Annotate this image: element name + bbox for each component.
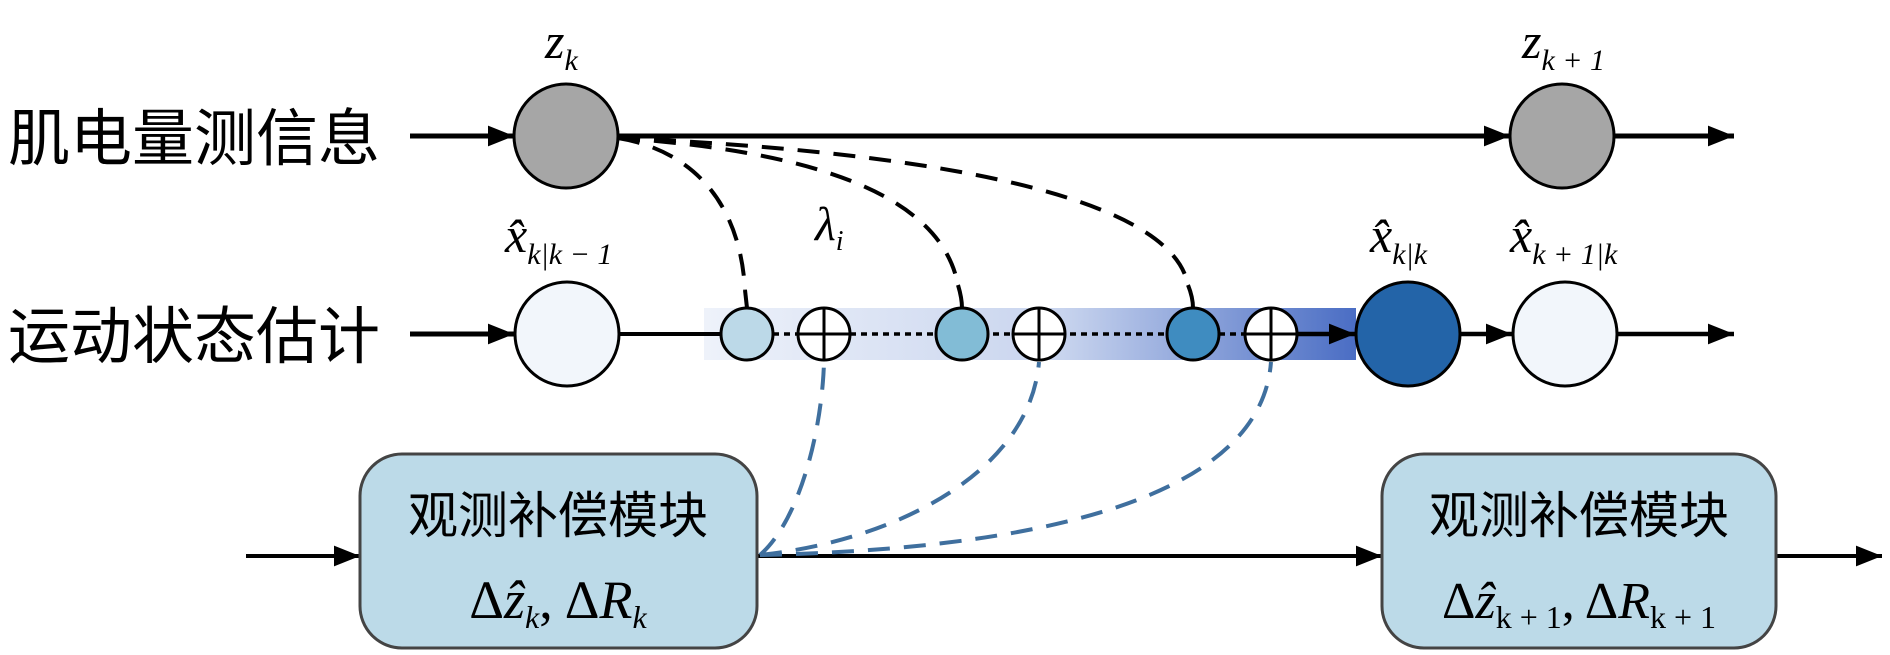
measurement-link-1 bbox=[617, 136, 747, 291]
row-label-state: 运动状态估计 bbox=[8, 300, 380, 373]
compensation-links bbox=[758, 361, 1273, 557]
iteration-step-2 bbox=[934, 306, 990, 362]
measurement-link-2 bbox=[617, 136, 960, 286]
measurement-link-2-end bbox=[956, 284, 964, 309]
compensation-link-3 bbox=[759, 361, 1273, 557]
label-z-k: zk bbox=[544, 13, 578, 77]
label-x-prior-k1: x̂k + 1|k bbox=[1509, 207, 1618, 271]
label-z-k1: zk + 1 bbox=[1521, 13, 1605, 77]
compensation-link-2 bbox=[759, 361, 1041, 557]
measurement-link-1-end bbox=[743, 289, 749, 309]
iteration-step-3 bbox=[1165, 306, 1221, 362]
compensation-link-1 bbox=[758, 361, 826, 557]
label-lambda-i: λi bbox=[813, 198, 844, 257]
measurement-link-3 bbox=[617, 136, 1190, 286]
label-x-prior-k: x̂k|k − 1 bbox=[504, 207, 612, 271]
measurement-links bbox=[617, 136, 1195, 309]
node-x-prior-k1 bbox=[1511, 280, 1619, 388]
module-formula: Δẑk + 1,ΔRk + 1 bbox=[1442, 573, 1716, 635]
iteration-step-1 bbox=[719, 306, 775, 362]
measurement-link-3-end bbox=[1186, 284, 1195, 309]
label-x-post-k: x̂k|k bbox=[1369, 207, 1428, 271]
module-formula: Δẑk,ΔRk bbox=[469, 570, 647, 635]
node-z-k bbox=[512, 82, 620, 190]
node-z-k1 bbox=[1508, 82, 1616, 190]
node-x-post-k bbox=[1354, 280, 1462, 388]
row-label-measurement: 肌电量测信息 bbox=[8, 102, 380, 175]
sum-junction-1 bbox=[796, 306, 852, 362]
module-title: 观测补偿模块 bbox=[408, 487, 708, 545]
compensation-module-k: 观测补偿模块 Δẑk,ΔRk bbox=[358, 452, 759, 650]
node-x-prior-k bbox=[513, 280, 621, 388]
sum-junction-3 bbox=[1243, 306, 1299, 362]
sum-junction-2 bbox=[1011, 306, 1067, 362]
compensation-module-k1: 观测补偿模块 Δẑk + 1,ΔRk + 1 bbox=[1380, 452, 1778, 650]
module-title: 观测补偿模块 bbox=[1429, 487, 1729, 545]
